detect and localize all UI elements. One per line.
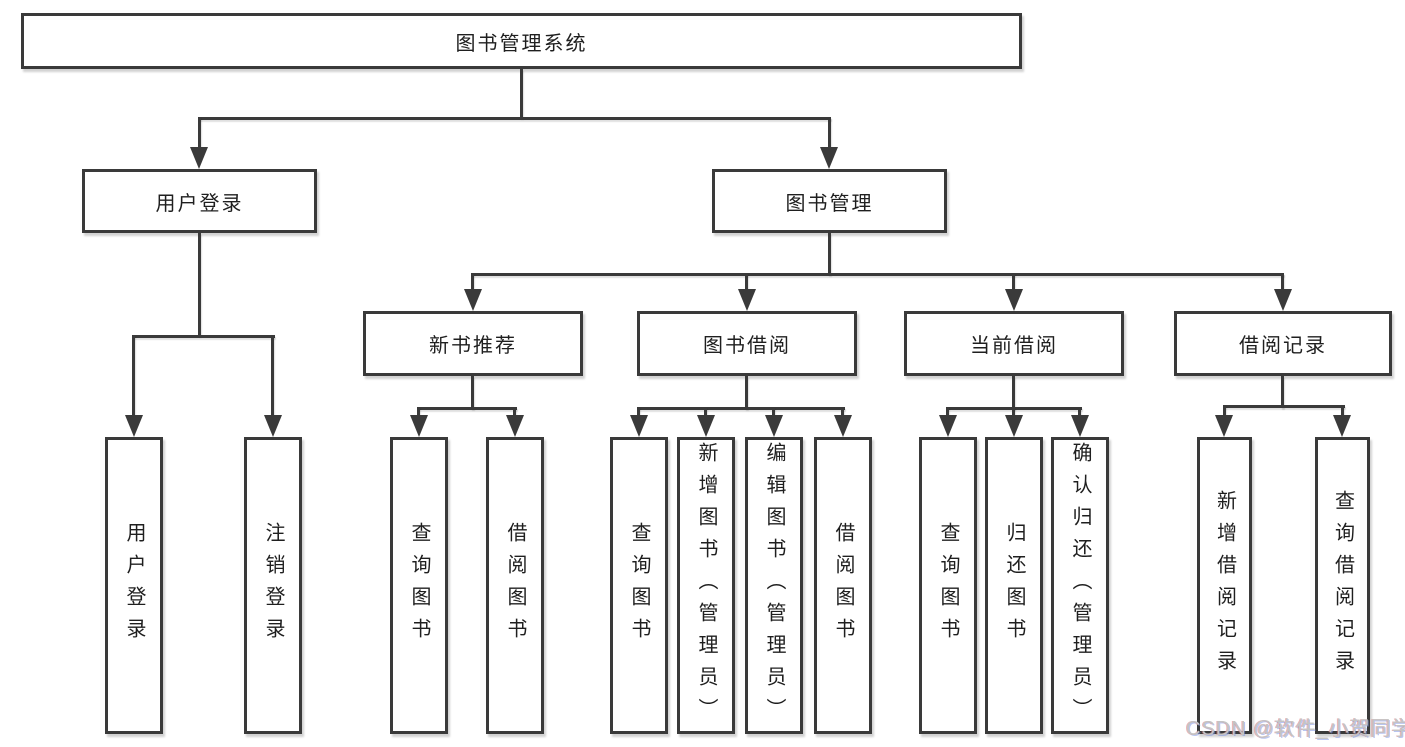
connector-line — [417, 407, 420, 417]
connector-arrowhead — [410, 415, 428, 437]
connector-arrowhead — [506, 415, 524, 437]
connector-line — [841, 407, 844, 417]
connector-arrowhead — [939, 415, 957, 437]
connector-line — [1012, 376, 1015, 409]
connector-line — [132, 335, 135, 417]
connector-line — [271, 335, 274, 417]
node-current-borrowing: 当前借阅 — [904, 311, 1124, 376]
node-book-management: 图书管理 — [712, 169, 947, 233]
leaf-label: 编辑图书（管理员） — [763, 441, 785, 730]
csdn-watermark: CSDN @软件_小贺同学 — [1186, 718, 1405, 740]
node-library-system: 图书管理系统 — [21, 13, 1022, 69]
connector-line — [637, 407, 845, 410]
connector-arrowhead — [1215, 415, 1233, 437]
connector-line — [471, 376, 474, 409]
node-label: 用户登录 — [155, 192, 244, 215]
connector-line — [471, 273, 1284, 276]
leaf-label: 查询借阅记录 — [1331, 489, 1354, 682]
leaf-label: 借阅图书 — [504, 521, 526, 650]
leaf-label: 新增图书（管理员） — [695, 441, 717, 730]
leaf-label: 查询图书 — [408, 521, 430, 650]
connector-line — [1223, 405, 1226, 417]
connector-line — [1281, 273, 1284, 291]
connector-arrowhead — [1071, 415, 1089, 437]
connector-line — [1281, 376, 1284, 408]
connector-line — [417, 407, 517, 410]
connector-line — [1012, 407, 1015, 417]
connector-arrowhead — [125, 415, 143, 437]
leaf-query-books: 查询图书 — [919, 437, 977, 734]
connector-arrowhead — [1005, 415, 1023, 437]
leaf-add-borrow-record: 新增借阅记录 — [1197, 437, 1252, 734]
connector-line — [1012, 273, 1015, 291]
leaf-label: 用户登录 — [123, 521, 145, 650]
leaf-label: 查询图书 — [628, 521, 650, 650]
connector-line — [745, 273, 748, 291]
connector-arrowhead — [765, 415, 783, 437]
leaf-user-login: 用户登录 — [105, 437, 163, 734]
connector-line — [513, 407, 516, 417]
leaf-query-borrow-record: 查询借阅记录 — [1315, 437, 1370, 734]
leaf-label: 归还图书 — [1003, 521, 1025, 650]
node-label: 新书推荐 — [429, 335, 517, 357]
leaf-label: 查询图书 — [937, 521, 959, 650]
node-user-login: 用户登录 — [82, 169, 317, 233]
leaf-label: 注销登录 — [262, 521, 284, 650]
connector-line — [520, 69, 523, 118]
connector-arrowhead — [1274, 289, 1292, 311]
connector-line — [198, 117, 831, 120]
leaf-return-books: 归还图书 — [985, 437, 1043, 734]
connector-arrowhead — [697, 415, 715, 437]
connector-line — [1078, 407, 1081, 417]
connector-arrowhead — [1333, 415, 1351, 437]
connector-line — [132, 335, 275, 338]
connector-line — [198, 233, 201, 336]
leaf-label: 新增借阅记录 — [1213, 489, 1236, 682]
connector-arrowhead — [834, 415, 852, 437]
leaf-label: 借阅图书 — [832, 521, 854, 650]
leaf-borrow-books: 借阅图书 — [814, 437, 872, 734]
node-label: 图书借阅 — [703, 335, 791, 357]
connector-line — [772, 407, 775, 417]
leaf-add-book-admin: 新增图书（管理员） — [677, 437, 735, 734]
connector-arrowhead — [738, 289, 756, 311]
connector-line — [828, 117, 831, 148]
leaf-label: 确认归还（管理员） — [1069, 441, 1091, 730]
node-label: 当前借阅 — [970, 335, 1058, 357]
leaf-borrow-books: 借阅图书 — [486, 437, 544, 734]
leaf-query-books: 查询图书 — [390, 437, 448, 734]
connector-line — [1223, 405, 1345, 408]
leaf-logout: 注销登录 — [244, 437, 302, 734]
connector-line — [471, 273, 474, 291]
connector-line — [704, 407, 707, 417]
connector-line — [745, 376, 748, 409]
connector-arrowhead — [630, 415, 648, 437]
node-label: 图书管理 — [785, 192, 874, 215]
leaf-confirm-return-admin: 确认归还（管理员） — [1051, 437, 1109, 734]
connector-arrowhead — [190, 147, 208, 169]
connector-line — [828, 233, 831, 275]
connector-arrowhead — [464, 289, 482, 311]
node-label: 借阅记录 — [1239, 335, 1327, 357]
connector-line — [637, 407, 640, 417]
connector-line — [198, 117, 201, 148]
node-new-book-recommend: 新书推荐 — [363, 311, 583, 376]
connector-line — [946, 407, 949, 417]
node-label: 图书管理系统 — [455, 32, 588, 55]
node-book-borrowing: 图书借阅 — [637, 311, 857, 376]
connector-line — [1341, 405, 1344, 417]
connector-arrowhead — [820, 147, 838, 169]
connector-arrowhead — [1005, 289, 1023, 311]
leaf-edit-book-admin: 编辑图书（管理员） — [745, 437, 803, 734]
connector-arrowhead — [264, 415, 282, 437]
node-borrowing-records: 借阅记录 — [1174, 311, 1392, 376]
leaf-query-books: 查询图书 — [610, 437, 668, 734]
